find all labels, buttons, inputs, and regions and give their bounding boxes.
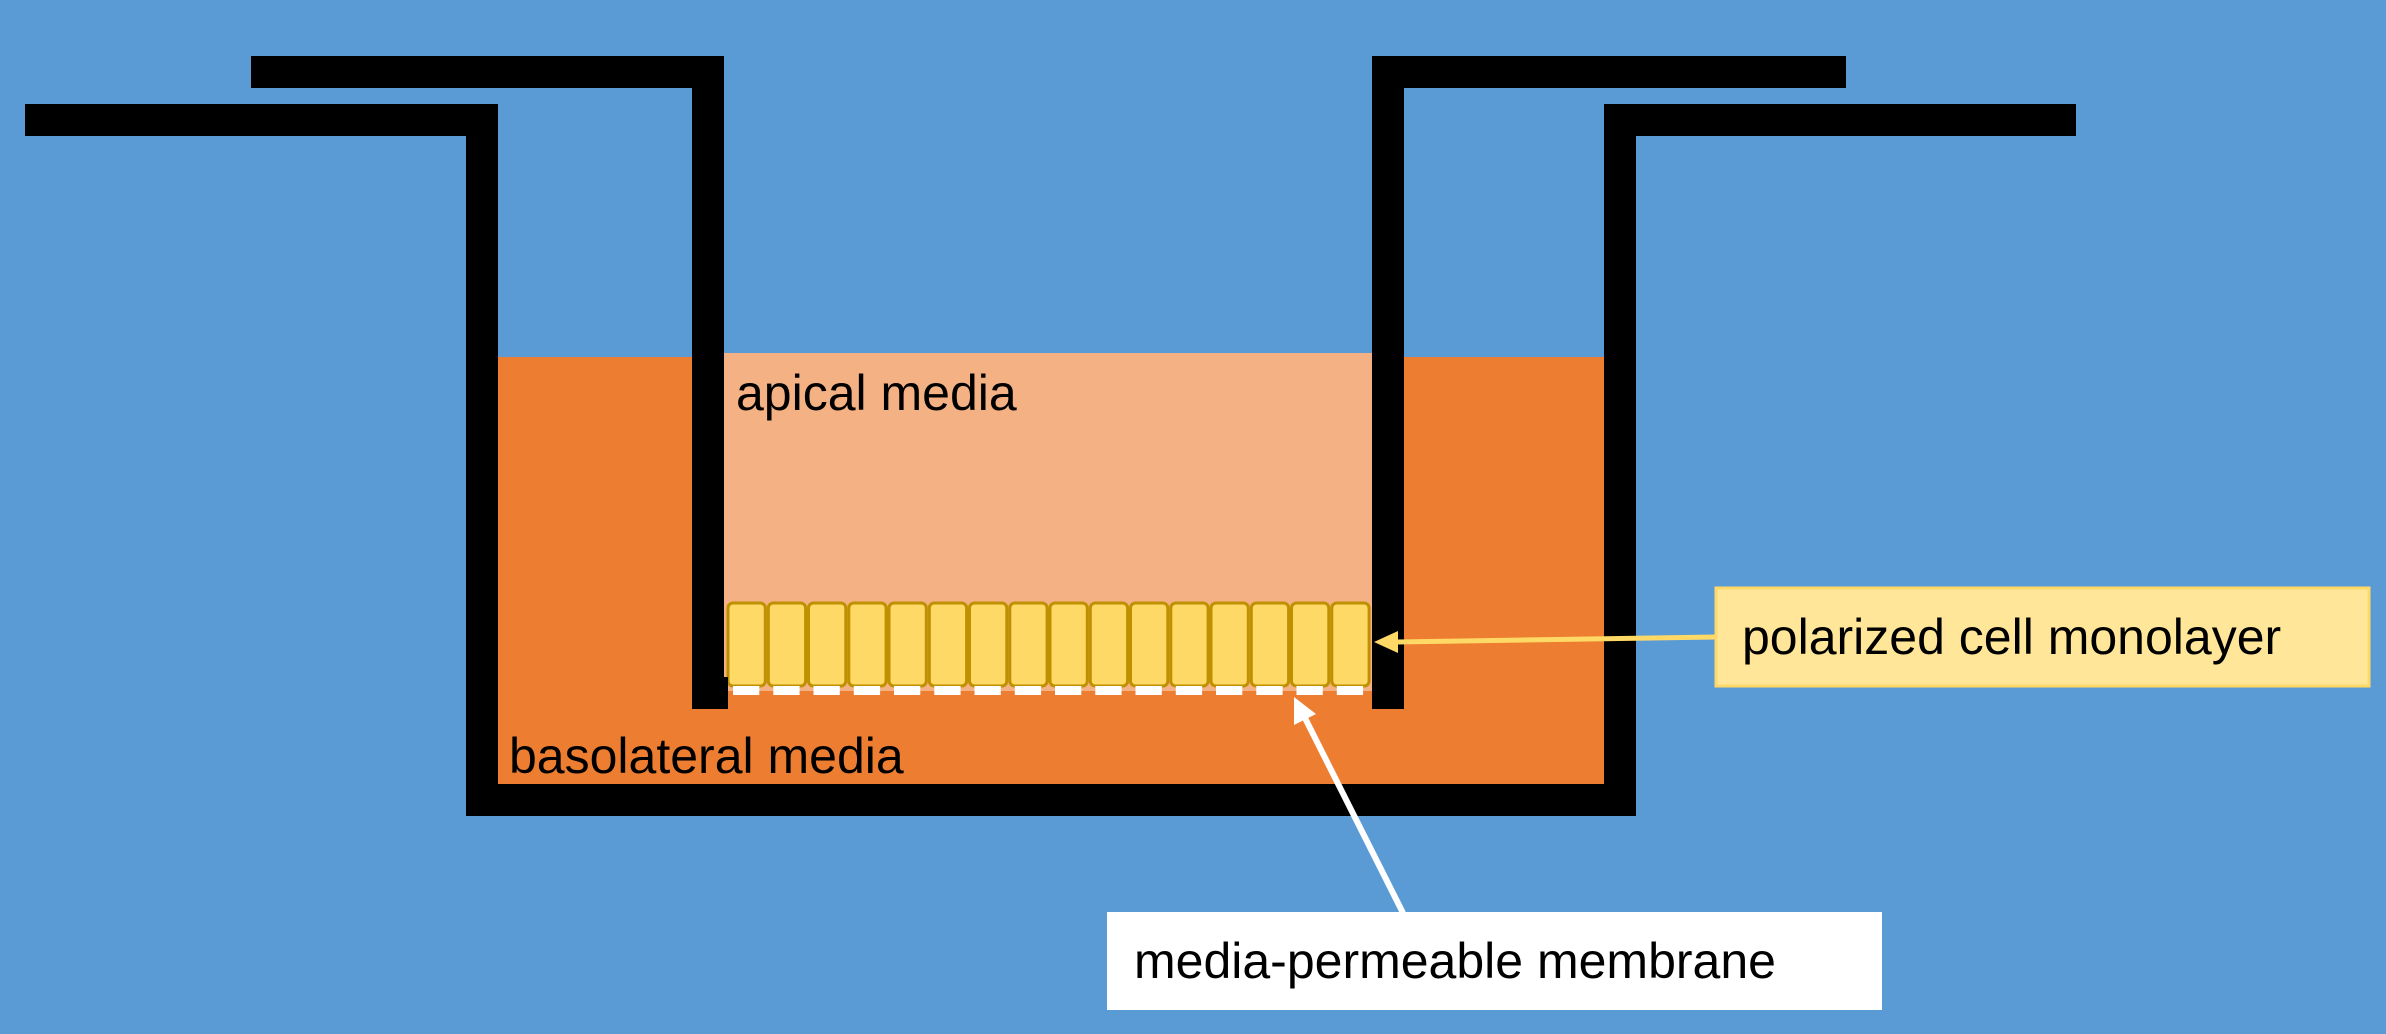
- cell: [1008, 601, 1049, 688]
- membrane-segment: [1175, 686, 1203, 695]
- membrane-segment: [1336, 686, 1364, 695]
- membrane-segment: [773, 686, 800, 695]
- membrane-arrow-line: [1302, 716, 1406, 915]
- cell: [1169, 601, 1210, 688]
- basolateral-media-label: basolateral media: [509, 728, 904, 784]
- membrane-segment: [1216, 686, 1243, 695]
- media-permeable-membrane: [733, 686, 1364, 695]
- cell: [968, 601, 1009, 688]
- cell: [1048, 601, 1089, 688]
- cell: [726, 601, 767, 688]
- cell: [766, 601, 808, 688]
- cell: [927, 601, 969, 688]
- cell: [807, 601, 848, 688]
- membrane-segment: [1014, 686, 1042, 695]
- membrane-segment: [853, 686, 881, 695]
- cell-monolayer: [726, 601, 1371, 688]
- cell: [1290, 601, 1331, 688]
- membrane-segment: [813, 686, 840, 695]
- insert-wall: [251, 56, 728, 709]
- membrane-callout-box: [1107, 912, 1882, 1010]
- membrane-segment: [894, 686, 921, 695]
- membrane-segment: [1095, 686, 1122, 695]
- cell: [1209, 601, 1250, 688]
- cell: [1330, 601, 1371, 688]
- membrane-callout-label: media-permeable membrane: [1134, 933, 1776, 989]
- membrane-segment: [1256, 686, 1283, 695]
- cell: [847, 601, 888, 688]
- membrane-segment: [1055, 686, 1082, 695]
- cell: [1088, 601, 1130, 688]
- insert-wall-right: [1372, 56, 1846, 709]
- membrane-segment: [733, 686, 760, 695]
- cell: [887, 601, 928, 688]
- membrane-segment: [974, 686, 1001, 695]
- membrane-segment: [1296, 686, 1323, 695]
- membrane-segment: [934, 686, 961, 695]
- monolayer-callout-box: [1714, 586, 2371, 688]
- apical-media-label: apical media: [736, 365, 1017, 421]
- membrane-segment: [1135, 686, 1162, 695]
- monolayer-arrowhead: [1374, 631, 1398, 653]
- membrane-arrowhead: [1294, 697, 1316, 725]
- cell: [1129, 601, 1170, 688]
- outer-well-wall: [25, 104, 2076, 816]
- monolayer-arrow-line: [1394, 634, 1717, 645]
- cell: [1249, 601, 1291, 688]
- monolayer-callout-label: polarized cell monolayer: [1742, 609, 2281, 665]
